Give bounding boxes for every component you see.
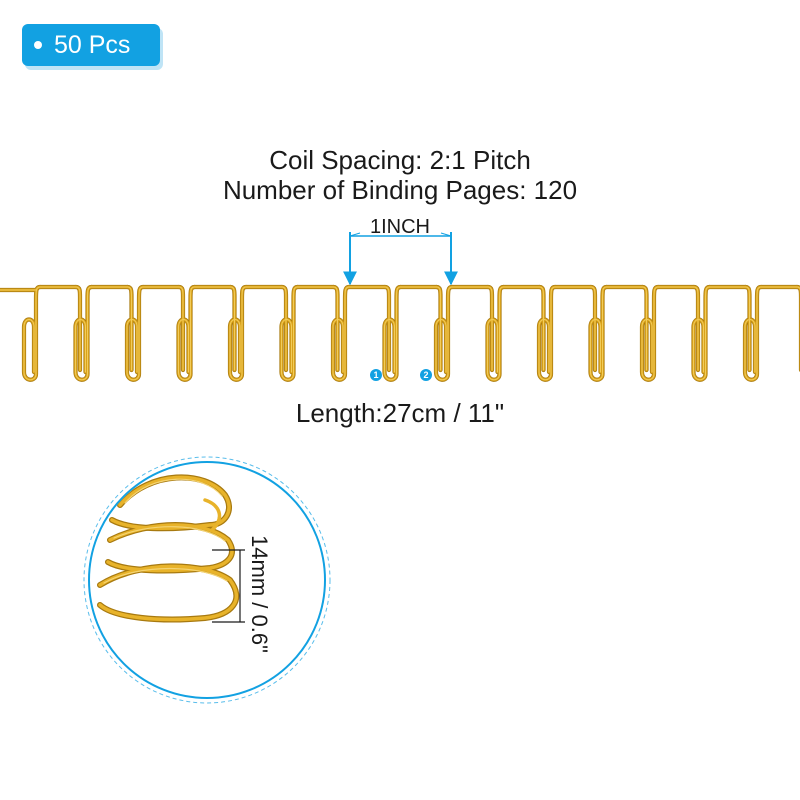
wire-loop <box>21 284 83 382</box>
binding-pages-label: Number of Binding Pages: 120 <box>222 175 578 205</box>
wire-loop <box>691 284 752 382</box>
wire-loop <box>384 286 441 381</box>
wire-loop <box>433 284 495 382</box>
wire-loop <box>178 286 235 381</box>
wire-loop <box>744 286 800 381</box>
wire-loop <box>588 284 649 382</box>
wire-loop <box>693 286 750 381</box>
diameter-label: 14mm / 0.6" <box>247 535 272 653</box>
wire-loop <box>742 284 800 382</box>
pitch-dimension <box>343 232 458 286</box>
wire-loop <box>590 286 647 381</box>
wire-loop <box>229 286 287 381</box>
wire-loop <box>124 284 186 382</box>
bullet-icon <box>34 41 42 49</box>
wire-loop <box>73 284 134 382</box>
wire-loop <box>279 284 340 382</box>
wire-loop <box>75 286 132 381</box>
wire-loop <box>330 284 392 382</box>
double-loop-wire <box>0 284 800 382</box>
wire-loop <box>281 286 338 381</box>
wire-loop <box>126 286 184 381</box>
length-label: Length:27cm / 11" <box>295 398 505 428</box>
wire-loop <box>485 284 546 382</box>
wire-loop <box>639 284 701 382</box>
wire-spine <box>0 286 798 291</box>
wire-loop <box>536 284 598 382</box>
marker-1: 1 <box>370 369 382 381</box>
zoom-detail <box>83 456 331 704</box>
wire-loop <box>435 286 493 381</box>
wire-loop <box>641 286 699 381</box>
wire-loop <box>176 284 237 382</box>
wire-loop <box>382 284 443 382</box>
coil-spacing-label: Coil Spacing: 2:1 Pitch <box>269 145 531 175</box>
marker-2: 2 <box>420 369 432 381</box>
wire-loop <box>487 286 544 381</box>
pitch-label: 1INCH <box>369 216 430 238</box>
wire-loop <box>332 286 390 381</box>
wire-loop <box>23 286 81 381</box>
quantity-label: 50 Pcs <box>54 30 131 59</box>
wire-loop <box>538 286 596 381</box>
quantity-badge: 50 Pcs <box>22 24 160 66</box>
wire-loop <box>227 284 289 382</box>
